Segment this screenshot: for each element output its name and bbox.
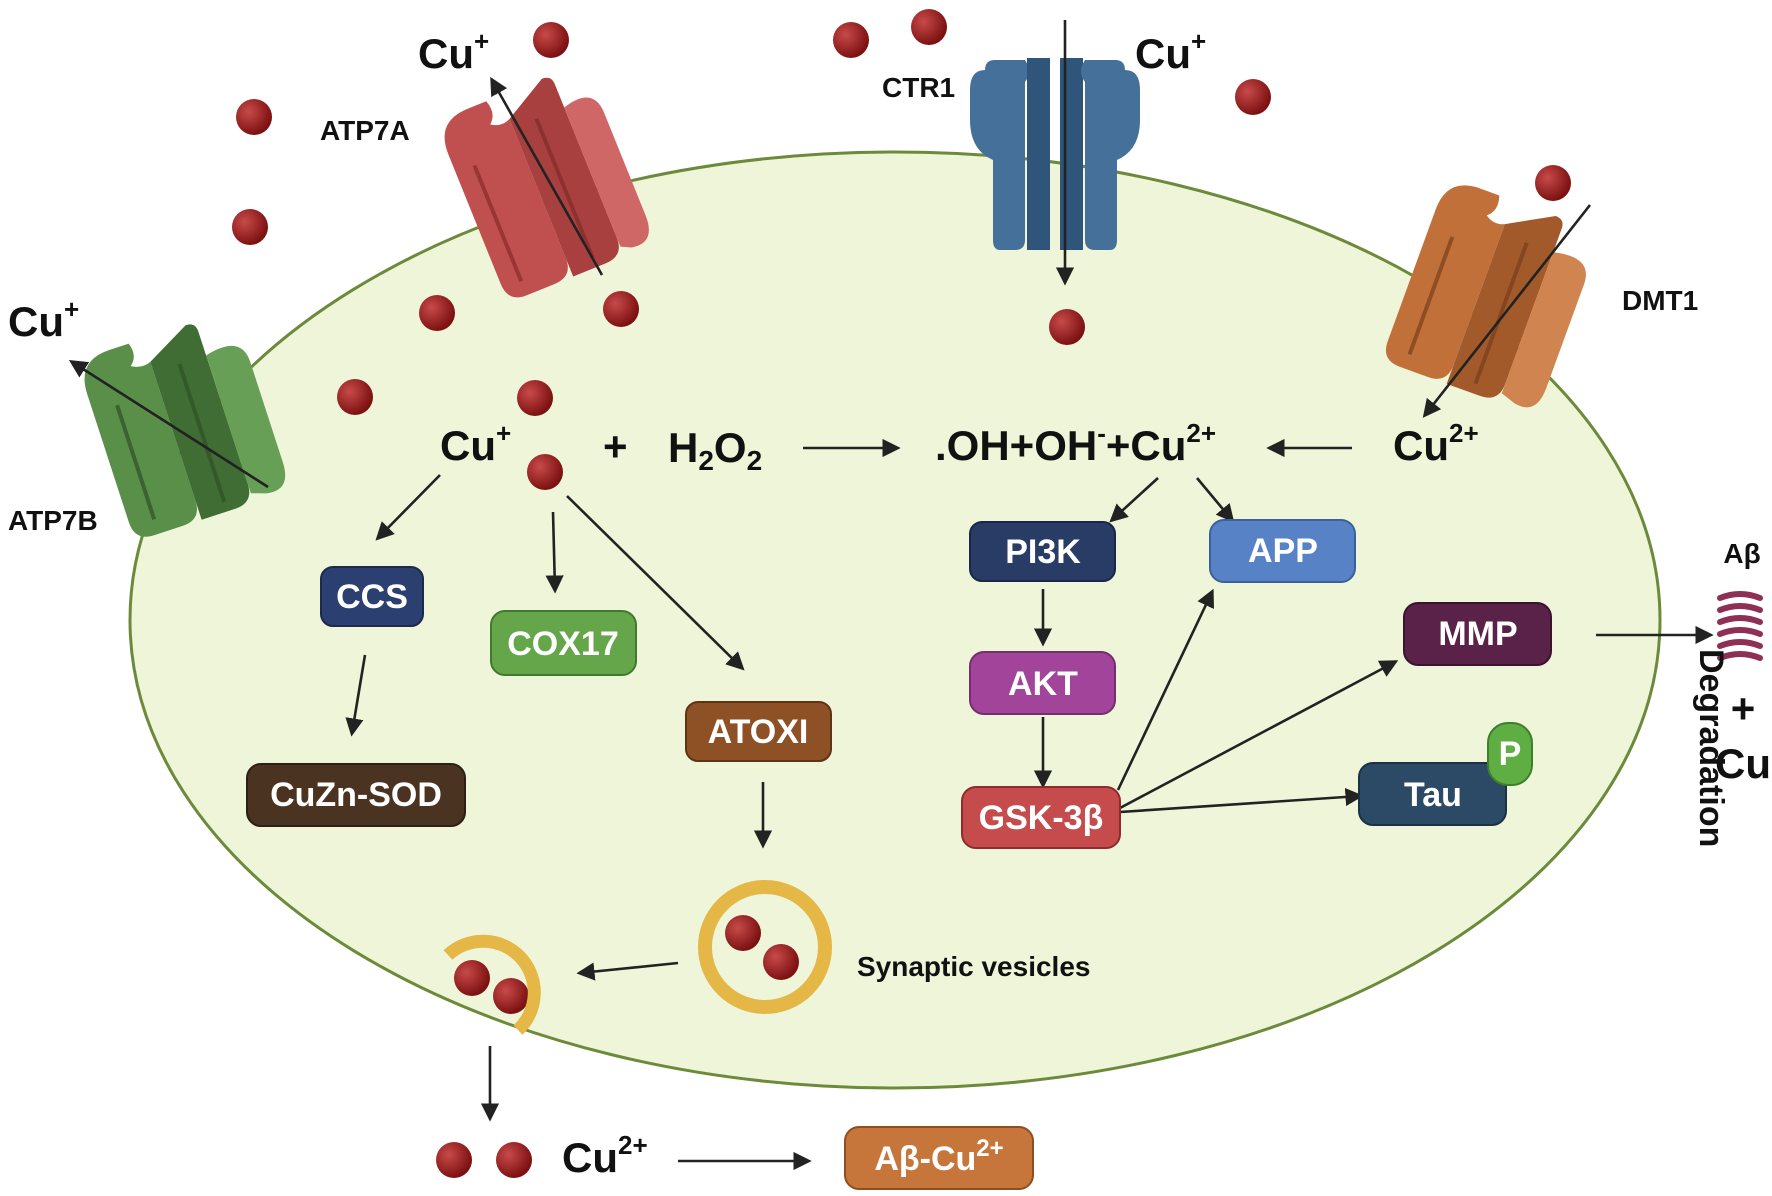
akt-label: AKT xyxy=(1008,665,1078,703)
cu-plus-reactant: Cu+ xyxy=(440,418,511,469)
cox17-label: COX17 xyxy=(507,625,619,663)
degradation-label: Degradation xyxy=(1692,649,1730,847)
copper-ion xyxy=(454,960,490,996)
atp7a-efflux-arrow xyxy=(490,76,604,276)
cu-to-cox17-arrow xyxy=(545,511,564,594)
cu2-dmt1-label: Cu2+ xyxy=(1393,418,1479,469)
atoxi-label: ATOXI xyxy=(708,713,809,751)
copper-ion xyxy=(725,915,761,951)
degradation-cu: Cu xyxy=(1715,740,1771,787)
cu-plus-ctr1-label: Cu+ xyxy=(1135,26,1206,77)
plus-sign: + xyxy=(603,423,628,470)
copper-ion xyxy=(517,380,553,416)
pi3k-label: PI3K xyxy=(1005,533,1081,571)
copper-ion xyxy=(763,944,799,980)
ctr1-label: CTR1 xyxy=(882,72,955,103)
ccs-label: CCS xyxy=(336,578,408,616)
abeta-cu-box xyxy=(844,1126,1034,1190)
app-box xyxy=(1209,519,1356,583)
gsk3b-box xyxy=(961,786,1121,849)
atp7b-efflux-arrow xyxy=(68,360,269,489)
copper-ion xyxy=(493,978,529,1014)
fusing-vesicle xyxy=(443,934,541,1035)
cuzn-sod-label: CuZn-SOD xyxy=(270,776,442,814)
copper-ion xyxy=(603,291,639,327)
abeta-cu-label: Aβ-Cu2+ xyxy=(874,1135,1003,1178)
phosphate-badge xyxy=(1487,722,1533,786)
radical-products: .OH+OH-+Cu2+ xyxy=(935,418,1216,469)
vesicle-fusion-arrow xyxy=(576,961,679,981)
copper-ion xyxy=(496,1142,532,1178)
atoxi-box xyxy=(685,701,832,762)
products-to-pi3k-arrow xyxy=(1109,477,1159,523)
ccs-box xyxy=(320,566,424,627)
abeta-label: Aβ xyxy=(1723,538,1760,569)
copper-ion xyxy=(1049,309,1085,345)
copper-ion xyxy=(1235,79,1271,115)
tau-label: Tau xyxy=(1404,776,1462,814)
cu2-released-label: Cu2+ xyxy=(562,1130,648,1181)
synaptic-vesicles-label: Synaptic vesicles xyxy=(857,951,1090,982)
atp7b-label: ATP7B xyxy=(8,505,98,536)
products-to-app-arrow xyxy=(1196,477,1235,523)
synaptic-vesicle xyxy=(698,880,832,1014)
gsk-to-tau-arrow xyxy=(1119,787,1364,814)
mmp-label: MMP xyxy=(1438,615,1517,653)
mmp-box xyxy=(1403,602,1552,666)
gsk-to-app-arrow xyxy=(1116,588,1214,791)
copper-ion xyxy=(337,379,373,415)
copper-ion xyxy=(419,295,455,331)
copper-ions xyxy=(232,9,1571,1178)
copper-ion xyxy=(533,22,569,58)
dmt1-influx-arrow xyxy=(1422,204,1592,418)
copper-ion xyxy=(236,99,272,135)
ccs-to-sod-arrow xyxy=(345,654,367,737)
tau-box xyxy=(1358,762,1507,826)
copper-ion xyxy=(1535,165,1571,201)
gsk-to-mmp-arrow xyxy=(1119,660,1399,810)
akt-box xyxy=(969,651,1116,715)
cuzn-sod-box xyxy=(246,763,466,827)
cu-plus-atp7b-label: Cu+ xyxy=(8,294,79,345)
copper-ion xyxy=(527,454,563,490)
copper-ion xyxy=(911,9,947,45)
cox17-box xyxy=(490,610,637,676)
cell-membrane xyxy=(128,150,1662,1090)
atp7b-transporter xyxy=(84,324,286,537)
copper-ion xyxy=(232,209,268,245)
cu-to-ccs-arrow xyxy=(375,474,441,541)
atp7a-label: ATP7A xyxy=(320,115,410,146)
dmt1-label: DMT1 xyxy=(1622,285,1698,316)
abeta-peptide-icon xyxy=(1717,591,1763,661)
copper-ion xyxy=(436,1142,472,1178)
cu-to-atoxi-arrow xyxy=(566,495,745,671)
app-label: APP xyxy=(1248,532,1318,570)
cu-plus-atp7a-label: Cu+ xyxy=(418,26,489,77)
pi3k-box xyxy=(969,521,1116,582)
h2o2-label: H2O2 xyxy=(668,424,762,476)
copper-ion xyxy=(833,22,869,58)
degradation-plus: + xyxy=(1731,685,1756,732)
atp7a-transporter xyxy=(444,77,649,298)
phosphate-label: P xyxy=(1499,735,1522,773)
gsk3b-label: GSK-3β xyxy=(979,799,1104,837)
